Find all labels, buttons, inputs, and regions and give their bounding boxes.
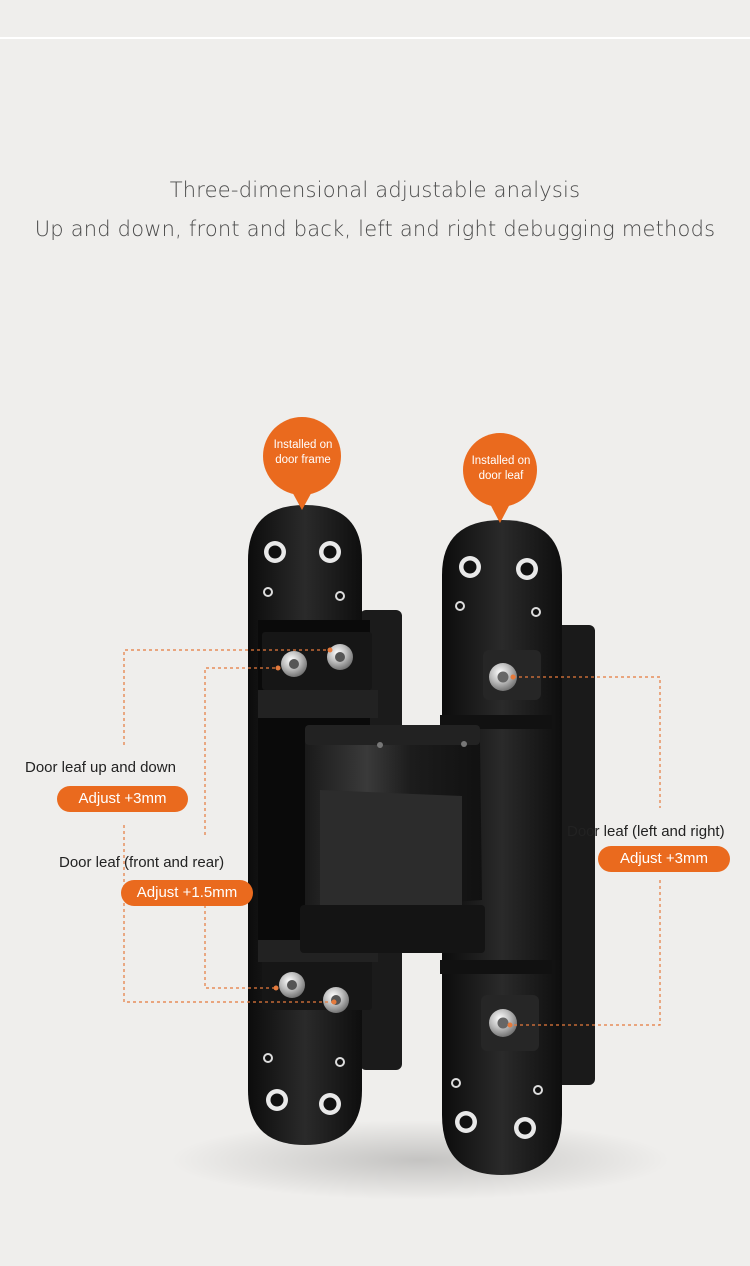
line-left-right-bottom: [510, 880, 661, 1026]
hinge-knuckle: [300, 725, 485, 953]
up-down-adjust-badge: Adjust +3mm: [57, 786, 188, 812]
frame-bubble: [263, 417, 341, 510]
line-up-down-bottom: [123, 825, 334, 1003]
front-rear-adjust-badge: Adjust +1.5mm: [121, 880, 253, 906]
line-left-right-top: [513, 676, 661, 808]
line-up-down-top: [123, 649, 330, 745]
frame-bubble-label: Installed on door frame: [273, 439, 333, 466]
top-divider: [0, 37, 750, 39]
leaf-bubble-label: Installed on door leaf: [471, 455, 531, 482]
leaf-plate: [440, 520, 595, 1175]
headline-subtitle: Up and down, front and back, left and ri…: [34, 217, 716, 241]
leaf-bubble: [463, 433, 537, 523]
headline-title: Three-dimensional adjustable analysis: [169, 178, 581, 202]
left-right-adjust-badge: Adjust +3mm: [598, 846, 730, 872]
floor-shadow: [170, 1120, 670, 1200]
callout-endpoints: [273, 647, 516, 1028]
line-front-rear-top: [204, 667, 278, 835]
up-down-label: Door leaf up and down: [25, 759, 176, 776]
left-right-label: Door leaf (left and right): [567, 823, 725, 840]
front-rear-label: Door leaf (front and rear): [59, 854, 225, 871]
callout-lines: [123, 649, 661, 1026]
